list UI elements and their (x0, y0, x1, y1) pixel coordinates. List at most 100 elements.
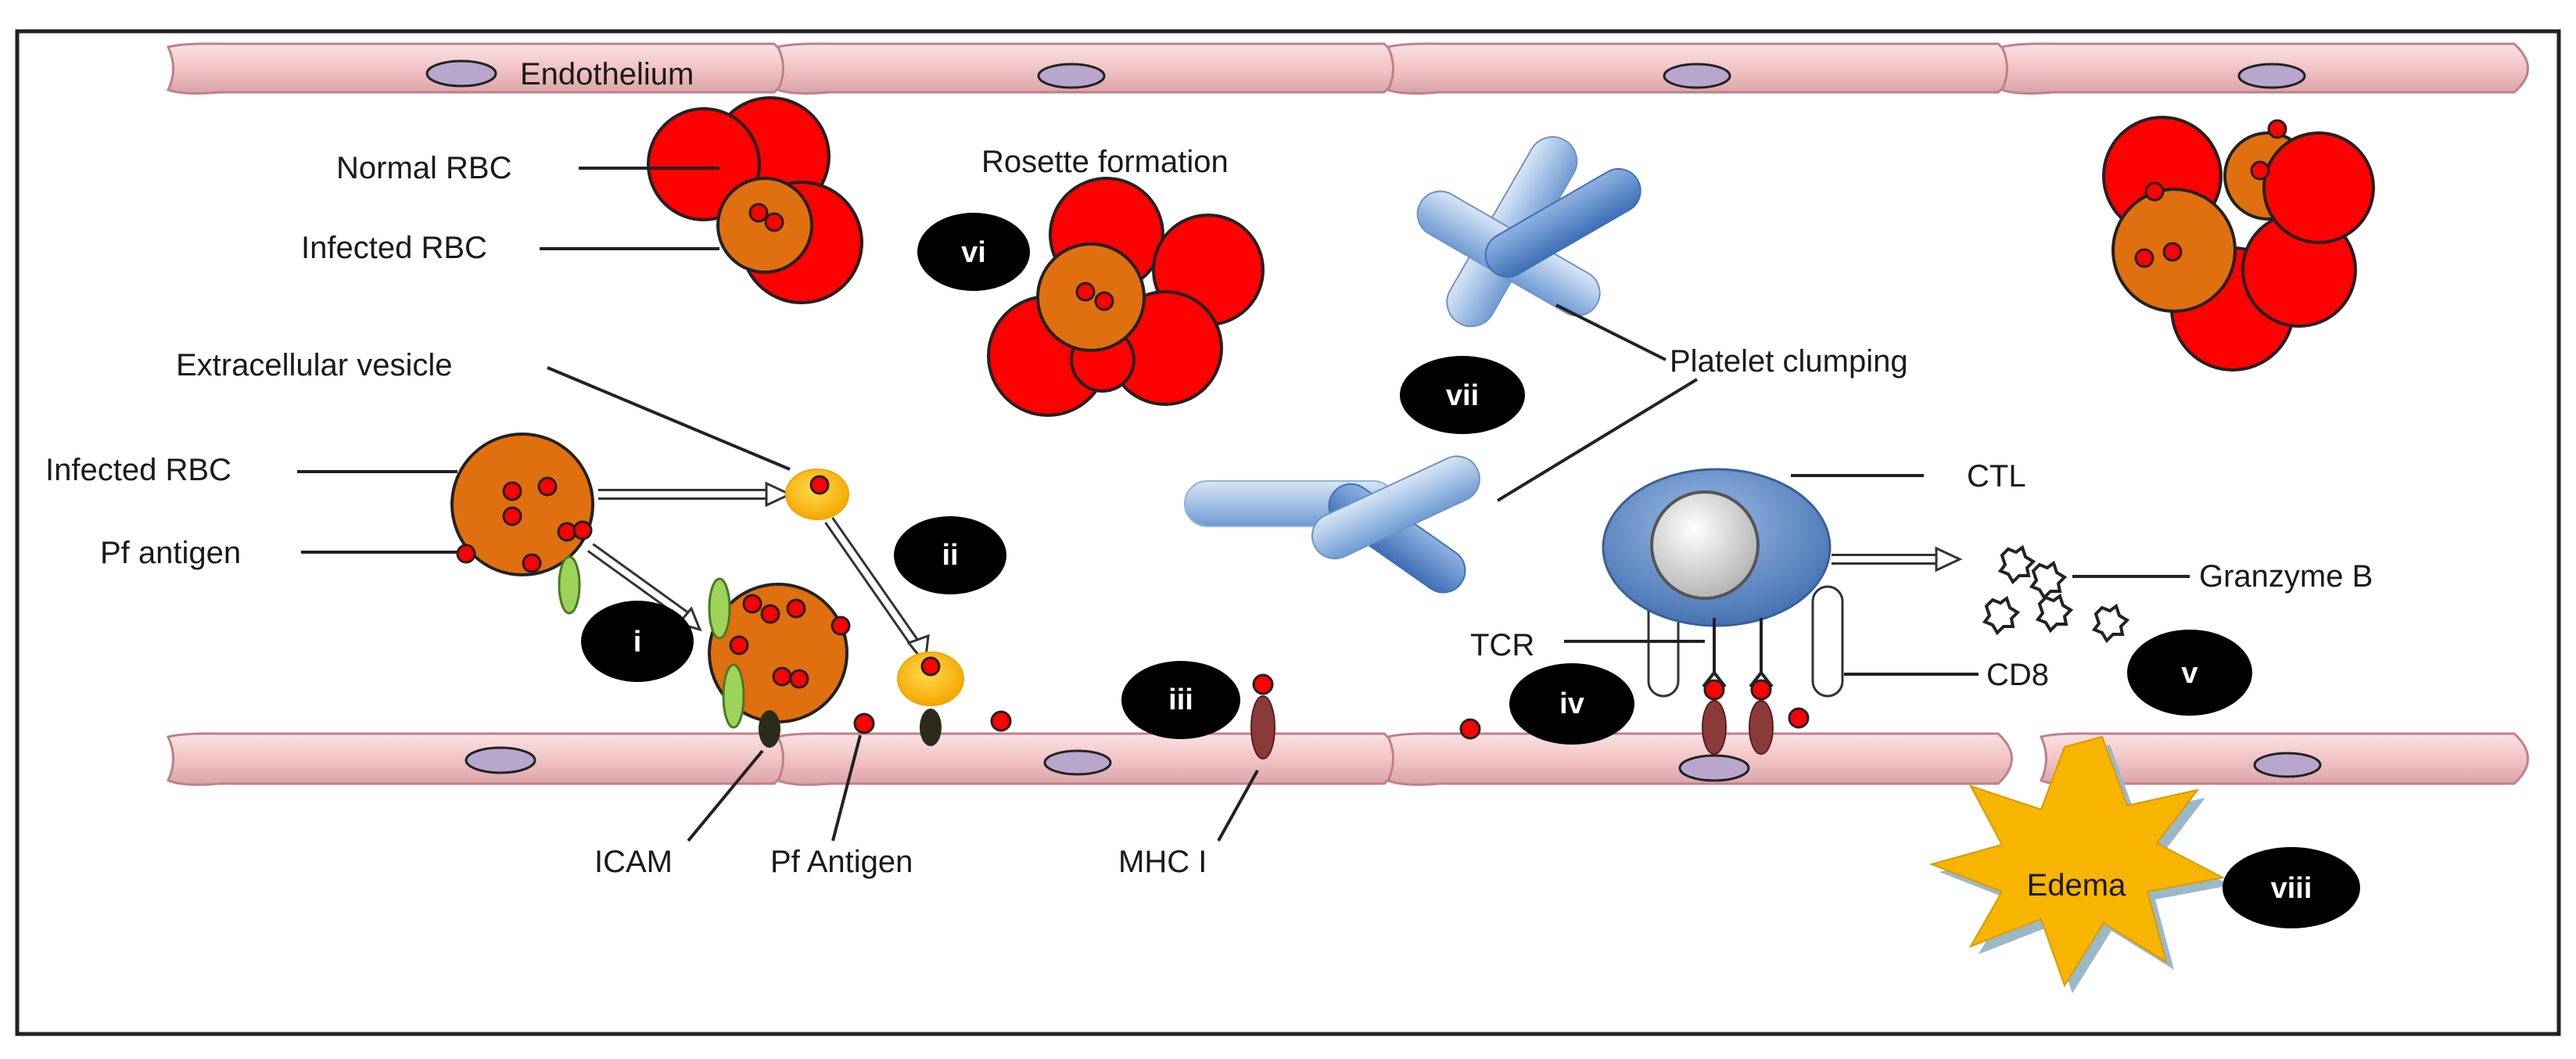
extracellular-vesicle-label: Extracellular vesicle (176, 348, 452, 382)
ctl-nucleus (1650, 490, 1760, 600)
nucleus (2253, 752, 2322, 778)
rbc-cluster-rosette (987, 177, 1265, 417)
granzyme-b-label: Granzyme B (2199, 559, 2373, 594)
mhc-i-label: MHC I (1118, 845, 1207, 879)
pf-antigen (1459, 718, 1481, 740)
granzyme-b (2029, 560, 2068, 601)
mhc-i-molecule (1749, 700, 1774, 755)
pf-antigen (456, 544, 476, 564)
step-badge-iii (1121, 661, 1240, 739)
parasite (789, 669, 809, 689)
pf-antigen (1788, 707, 1810, 729)
icam-receptor (920, 709, 942, 746)
infected-rbc-top-label: Infected RBC (301, 231, 487, 265)
rosette-formation-label: Rosette formation (981, 145, 1229, 179)
step-vi-label: vi (961, 236, 986, 269)
step-badge-iv (1509, 663, 1634, 745)
tcr-receptor (1749, 618, 1774, 688)
pf-antigen (920, 656, 941, 677)
edema-burst (1928, 735, 2230, 993)
parasite (502, 506, 522, 526)
infected-rbc (716, 177, 813, 274)
ctl-cell (1602, 468, 1844, 755)
parasite (760, 604, 780, 624)
nucleus (2237, 63, 2306, 89)
infected-rbc-mid (450, 433, 594, 615)
nucleus (1043, 749, 1112, 776)
infected-rbc (450, 433, 594, 576)
edema-star (1928, 735, 2226, 988)
edema-label: Edema (2027, 868, 2126, 903)
leader-line (547, 366, 791, 471)
extracellular-vesicle (897, 652, 964, 706)
nucleus (1663, 63, 1731, 89)
step-badge-vi (917, 213, 1030, 291)
pf-antigen-receptor (558, 555, 581, 615)
step-v-label: v (2181, 657, 2197, 690)
platelet-clump-top (1416, 136, 1641, 328)
granzyme-b (2035, 593, 2074, 634)
leader-line (1496, 378, 1699, 502)
infected-rbc-bound (708, 577, 851, 748)
parasite (1094, 291, 1114, 311)
endothelium-label: Endothelium (520, 57, 694, 92)
parasite (2250, 160, 2270, 181)
parasite (502, 481, 522, 501)
parasite (537, 476, 558, 497)
endothelium-top (166, 42, 2529, 95)
platelet-clump-bottom (1184, 455, 1480, 594)
parasite (572, 520, 593, 540)
parasite (2134, 248, 2154, 268)
pf-antigen (1252, 673, 1274, 695)
parasite (2162, 242, 2183, 262)
parasite (2144, 181, 2165, 202)
mhc-i-molecule (1250, 695, 1275, 759)
step-i-label: i (633, 626, 642, 659)
platelet-clumping-label: Platelet clumping (1670, 344, 1908, 379)
mhc-i-molecule (1702, 700, 1727, 755)
granzyme-b (2091, 603, 2130, 644)
granzyme-b (1982, 595, 2021, 636)
parasite (786, 598, 806, 619)
ctl-label: CTL (1967, 459, 2026, 494)
pf-antigen-label-bottom: Pf Antigen (770, 845, 913, 879)
tcr-receptor (1702, 618, 1727, 688)
pf-antigen (853, 713, 875, 734)
icam-label: ICAM (594, 845, 673, 879)
normal-rbc-label: Normal RBC (336, 151, 511, 185)
parasite (729, 635, 749, 655)
parasite (772, 666, 792, 687)
step-iv-label: iv (1559, 687, 1584, 720)
parasite (831, 616, 851, 636)
tcr-label: TCR (1470, 628, 1534, 662)
leader-line (687, 749, 764, 842)
nucleus (1037, 63, 1106, 89)
infected-rbc-mid-label: Infected RBC (45, 453, 231, 487)
step-iii-label: iii (1168, 684, 1193, 716)
leader-line (1555, 303, 1667, 361)
step-badge-vii (1400, 356, 1525, 434)
parasite (742, 594, 762, 614)
parasite (748, 203, 769, 223)
parasite (1075, 282, 1096, 302)
endothelium-bottom (166, 732, 2529, 786)
step-badge-i (581, 601, 694, 682)
pf-antigen-label-left: Pf antigen (100, 536, 241, 570)
granzyme-b (1997, 544, 2036, 585)
nucleus (1678, 754, 1750, 782)
parasite (522, 553, 542, 573)
step-vii-label: vii (1446, 379, 1479, 412)
platelet (1484, 168, 1641, 278)
leader-line (1217, 770, 1259, 842)
rbc-cluster-left (647, 96, 863, 304)
nucleus (465, 746, 536, 774)
platelet (1311, 455, 1480, 560)
step-badge-v (2127, 630, 2252, 716)
pf-antigen (990, 710, 1012, 732)
pf-antigen (1703, 679, 1725, 701)
rbc-cluster-right (2102, 116, 2375, 372)
pf-antigen (1750, 679, 1772, 701)
nucleus (425, 59, 497, 88)
step-ii-label: ii (942, 539, 958, 572)
